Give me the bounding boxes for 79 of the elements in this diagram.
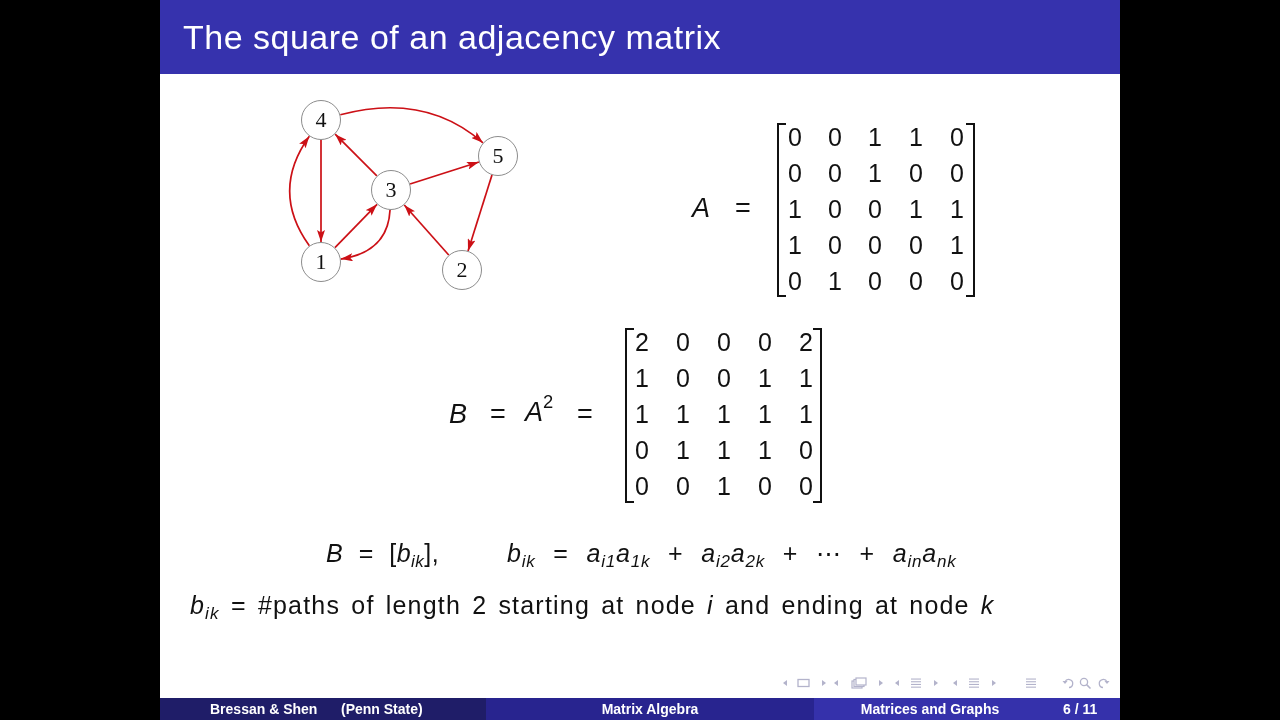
matrix-entry: 1 [717,399,731,429]
matrix-entry: 2 [635,327,649,357]
arrow [403,204,450,256]
matrix-entry: 0 [909,230,923,260]
graph-node: 1 [301,242,341,282]
graph-node: 3 [371,170,411,210]
matrix-entry: 0 [788,158,802,188]
arrow [317,139,325,243]
matrix-entry: 1 [717,471,731,501]
graph-node: 5 [478,136,518,176]
matrix-entry: 1 [828,266,842,296]
arrow [334,203,378,249]
matrix-entry: 1 [635,399,649,429]
arrow [409,161,480,185]
matrix-entry: 1 [635,363,649,393]
math-variable: B [449,397,467,431]
matrix-entry: 1 [717,435,731,465]
matrix-entry: 1 [788,230,802,260]
footer-text: Matrices and Graphs [860,700,1000,718]
matrix-entry: 2 [799,327,813,357]
matrix-entry: 0 [909,158,923,188]
matrix-entry: 0 [676,363,690,393]
graph-node: 4 [301,100,341,140]
matrix-entry: 0 [828,122,842,152]
footer-text: (Penn State) [341,700,423,718]
arrow [334,133,378,177]
matrix-entry: 1 [788,194,802,224]
formula: b$_{ik}$ = a$_{i1}$a$_{1k}$ + a$_{i2}$a$_{2k}$ + ⋯ + a$_{in}$a$_{nk}$ [507,538,957,568]
matrix-entry: 0 [799,471,813,501]
math-variable: A [692,191,710,225]
matrix-entry: 1 [950,230,964,260]
matrix-entry: 1 [676,435,690,465]
matrix-entry: 0 [676,327,690,357]
matrix-entry: 1 [758,399,772,429]
matrix-entry: 0 [950,158,964,188]
math-expression: A$^{2}$ [524,395,554,429]
matrix-entry: 0 [950,122,964,152]
matrix-entry: 0 [799,435,813,465]
matrix-entry: 0 [788,266,802,296]
matrix-entry: 1 [950,194,964,224]
matrix-entry: 1 [758,435,772,465]
matrix-entry: 0 [950,266,964,296]
matrix-entry: 1 [799,363,813,393]
matrix-entry: 0 [635,435,649,465]
matrix-entry: 0 [868,230,882,260]
formula: B = [b$_{ik}$], [326,538,440,568]
matrix-entry: 0 [828,194,842,224]
equals-sign: = [490,397,506,431]
matrix-entry: 0 [828,158,842,188]
matrix-entry: 0 [676,471,690,501]
footer-text: Bressan & Shen [210,700,318,718]
slide-title: The square of an adjacency matrix [183,19,722,57]
arrow [339,209,391,261]
matrix-entry: 1 [868,122,882,152]
arrow [288,135,311,247]
arrow [467,174,493,252]
footer-text: Matrix Algebra [601,700,699,718]
matrix-entry: 0 [868,194,882,224]
sentence: b$_{ik}$ = #paths of length 2 starting at node i and ending at node k [190,590,995,620]
matrix-entry: 0 [868,266,882,296]
matrix-entry: 0 [788,122,802,152]
matrix-entry: 0 [717,363,731,393]
arrow [339,106,484,144]
page-number: 6 / 11 [1063,700,1098,718]
equals-sign: = [577,397,593,431]
matrix-entry: 0 [828,230,842,260]
matrix-entry: 0 [635,471,649,501]
equals-sign: = [735,191,751,225]
matrix-entry: 0 [909,266,923,296]
matrix-entry: 1 [909,122,923,152]
matrix-entry: 0 [758,327,772,357]
graph-node: 2 [442,250,482,290]
matrix-entry: 1 [909,194,923,224]
matrix-entry: 1 [868,158,882,188]
matrix-entry: 0 [758,471,772,501]
matrix-entry: 1 [799,399,813,429]
matrix-entry: 1 [676,399,690,429]
matrix-entry: 1 [758,363,772,393]
matrix-entry: 0 [717,327,731,357]
